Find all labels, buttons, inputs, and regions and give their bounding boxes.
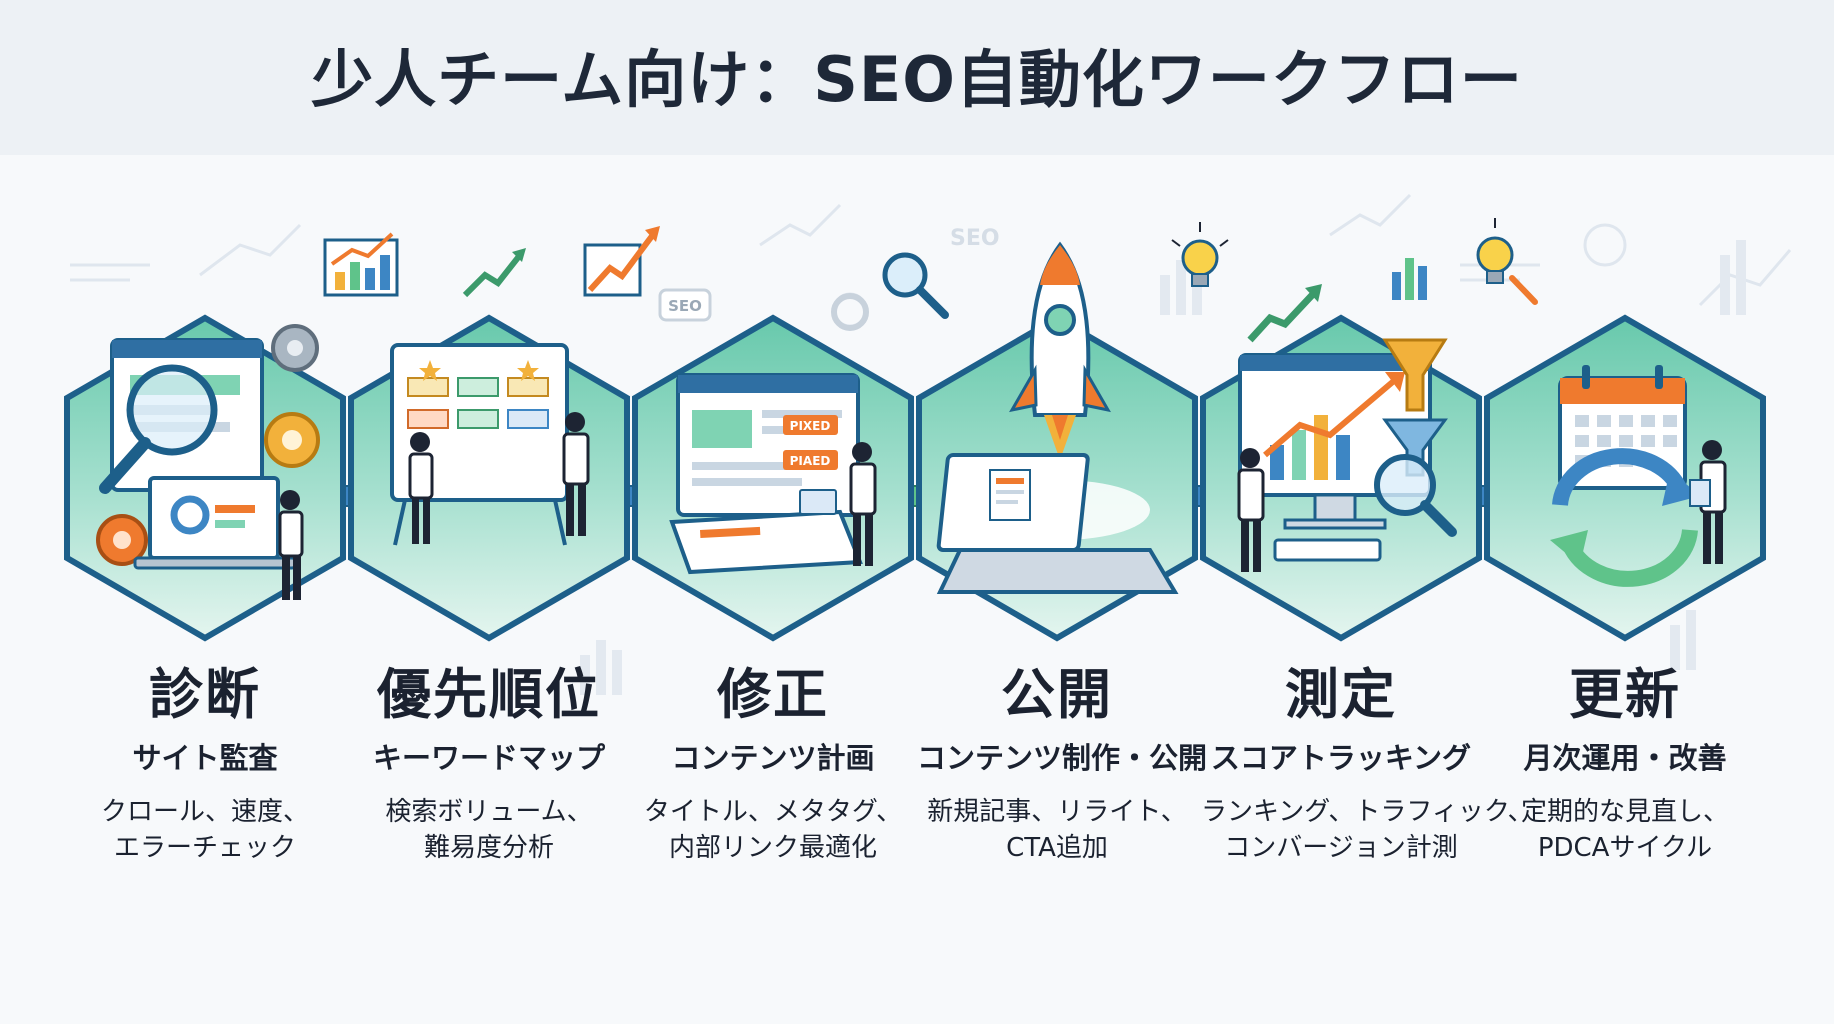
- step-name: 更新: [1569, 663, 1681, 726]
- step-description-line: クロール、速度、: [100, 797, 309, 827]
- background-decoration: SEO: [70, 193, 1792, 695]
- step-description-line: 定期的な見直し、: [1520, 797, 1729, 827]
- step-subtitle: サイト監査: [132, 741, 278, 775]
- step-description-line: CTA追加: [1006, 833, 1108, 863]
- step-subtitle: 月次運用・改善: [1523, 741, 1727, 775]
- step-description: ランキング、トラフィック、 コンバージョン計測: [1201, 794, 1534, 866]
- calendar-cycle-icon: [1550, 365, 1727, 587]
- growth-arrow-icon: [1247, 284, 1322, 343]
- step-description: 定期的な見直し、 PDCAサイクル: [1485, 794, 1765, 866]
- seo-tag-icon: SEO: [658, 288, 712, 322]
- magnifier-gear-laptop-icon: [96, 324, 320, 600]
- step-hexagon-2: [348, 314, 630, 642]
- mini-bars-icon: [1392, 258, 1427, 300]
- step-label-3: 修正 コンテンツ計画 タイトル、メタタグ、 内部リンク最適化: [633, 660, 913, 866]
- seo-tag-text: SEO: [668, 297, 702, 315]
- step-description-line: エラーチェック: [113, 833, 296, 863]
- floating-icons: SEO: [323, 218, 1538, 343]
- step-description-line: タイトル、メタタグ、: [643, 797, 903, 827]
- step-description: タイトル、メタタグ、 内部リンク最適化: [633, 794, 913, 866]
- step-hexagon-1: [64, 314, 346, 642]
- step-label-6: 更新 月次運用・改善 定期的な見直し、 PDCAサイクル: [1485, 660, 1765, 866]
- header-banner: 少人チーム向け：SEO自動化ワークフロー: [0, 0, 1834, 155]
- growth-chart-icon: [583, 226, 660, 297]
- step-description: 検索ボリューム、 難易度分析: [349, 794, 629, 866]
- step-subtitle: キーワードマップ: [372, 741, 605, 775]
- step-description-line: コンバージョン計測: [1224, 833, 1458, 863]
- step-name: 修正: [717, 663, 829, 726]
- step-name: 優先順位: [377, 663, 601, 726]
- browser-edit-icon: PIXED PIAED: [669, 373, 877, 575]
- step-subtitle: コンテンツ計画: [671, 741, 875, 775]
- step-description-line: PDCAサイクル: [1537, 833, 1713, 863]
- bar-chart-icon: [323, 232, 399, 297]
- step-hexagon-6: [1484, 314, 1766, 642]
- fixed-tag-1: PIXED: [790, 419, 831, 433]
- step-description-line: 難易度分析: [423, 833, 554, 863]
- lightbulb-icon: [1171, 222, 1229, 287]
- rocket-laptop-icon: [936, 241, 1179, 594]
- search-icon: [882, 252, 949, 319]
- step-description-line: 内部リンク最適化: [668, 833, 877, 863]
- page-title: 少人チーム向け：SEO自動化ワークフロー: [311, 42, 1523, 116]
- step-description: 新規記事、リライト、 CTA追加: [917, 794, 1197, 866]
- trend-up-icon: [462, 253, 523, 298]
- monitor-chart-funnel-icon: [1237, 338, 1457, 572]
- step-labels: 診断 サイト監査 クロール、速度、 エラーチェック 優先順位 キーワードマップ …: [0, 660, 1834, 920]
- step-name: 測定: [1285, 663, 1397, 726]
- step-subtitle: コンテンツ制作・公開: [917, 741, 1208, 775]
- step-label-2: 優先順位 キーワードマップ 検索ボリューム、 難易度分析: [349, 660, 629, 866]
- whiteboard-team-icon: [390, 343, 590, 546]
- step-description-line: ランキング、トラフィック、: [1201, 797, 1534, 827]
- fixed-tag-2: PIAED: [790, 454, 831, 468]
- step-hexagon-5: [1200, 314, 1482, 642]
- step-label-5: 測定 スコアトラッキング ランキング、トラフィック、 コンバージョン計測: [1201, 660, 1534, 866]
- step-description-line: 新規記事、リライト、: [927, 797, 1187, 827]
- step-label-4: 公開 コンテンツ制作・公開 新規記事、リライト、 CTA追加: [917, 660, 1208, 866]
- step-subtitle: スコアトラッキング: [1210, 741, 1472, 775]
- workflow-diagram: PIXED PIAED: [64, 218, 1766, 642]
- step-label-1: 診断 サイト監査 クロール、速度、 エラーチェック: [65, 660, 345, 866]
- gear-icon: [831, 293, 869, 331]
- step-name: 公開: [1001, 663, 1113, 726]
- step-description: クロール、速度、 エラーチェック: [65, 794, 345, 866]
- step-hexagon-3: PIXED PIAED: [632, 314, 914, 642]
- step-hexagon-4: [916, 241, 1198, 642]
- seo-float-text: SEO: [950, 226, 1000, 251]
- step-name: 診断: [149, 663, 261, 726]
- step-description-line: 検索ボリューム、: [385, 797, 593, 827]
- lightbulb-magnifier-icon: [1476, 218, 1538, 305]
